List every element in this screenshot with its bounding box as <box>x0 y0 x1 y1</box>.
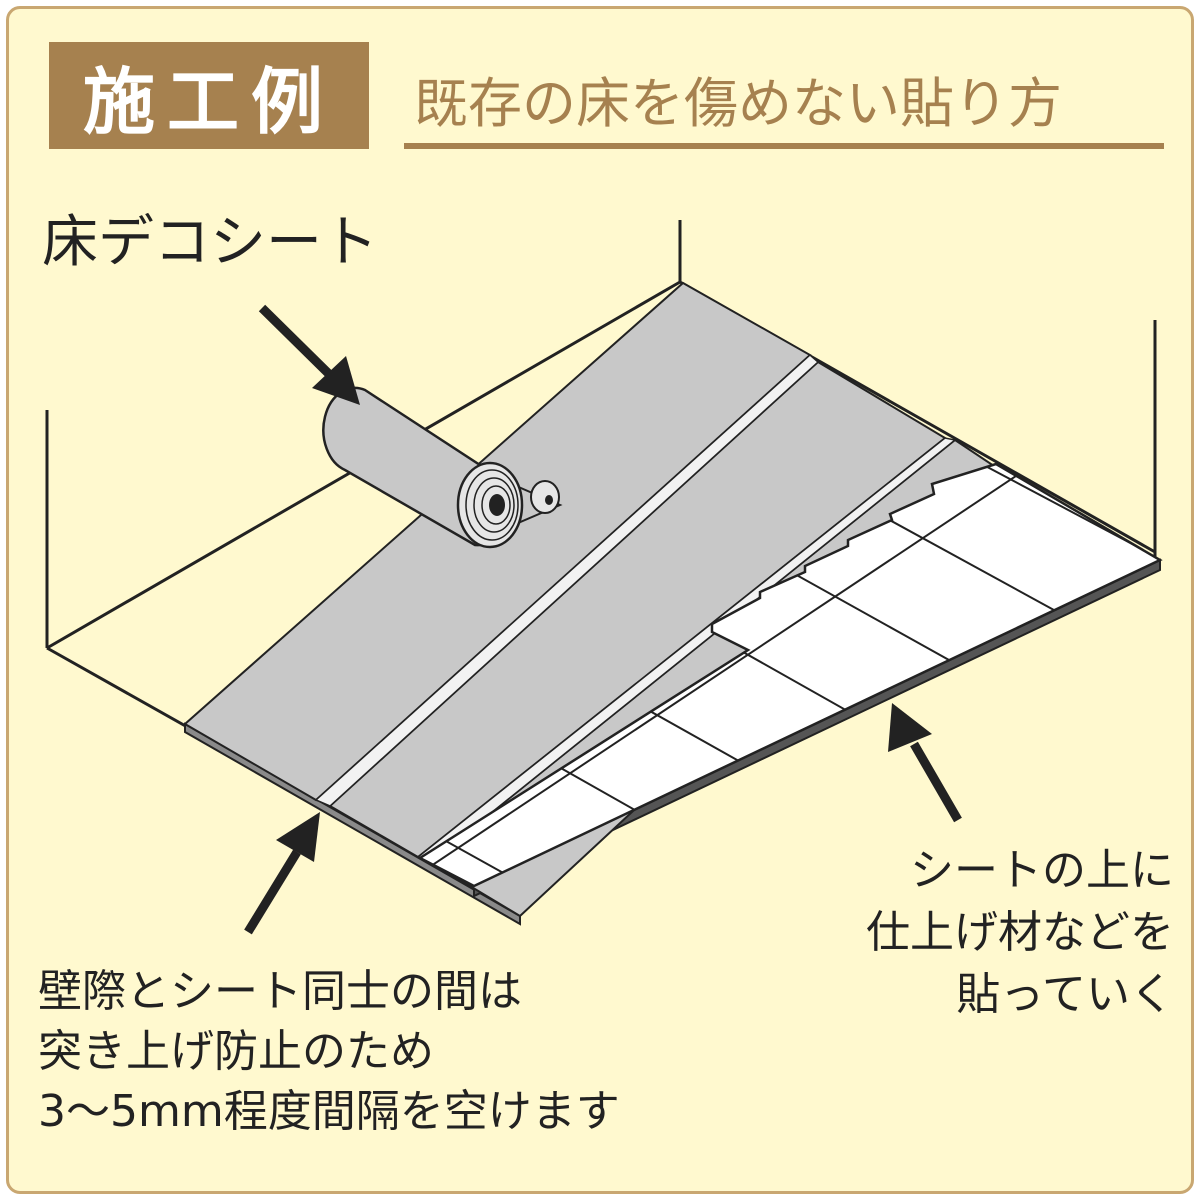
arrow-to-tiles <box>888 703 962 823</box>
tile-grid-line <box>420 759 1160 886</box>
subtitle-underline <box>404 143 1164 149</box>
subtitle: 既存の床を傷めない貼り方 <box>414 72 1062 135</box>
arrow-to-gap <box>244 812 320 935</box>
roll-core <box>530 480 560 514</box>
sheet-label: 床デコシート <box>42 210 378 275</box>
tile-grid-line <box>420 464 1101 886</box>
sheet-roll <box>322 386 563 549</box>
sheet-gap-strip <box>314 353 820 807</box>
gap-note: 壁際とシート同士の間は 突き上げ防止のため 3～5mm程度間隔を空けます <box>38 966 620 1137</box>
finish-note: シートの上に 仕上げ材などを 貼っていく <box>866 845 1174 1020</box>
tile-grid-line <box>989 464 1160 471</box>
arrow-to-roll <box>258 304 360 405</box>
title-badge: 施工例 <box>49 42 369 149</box>
